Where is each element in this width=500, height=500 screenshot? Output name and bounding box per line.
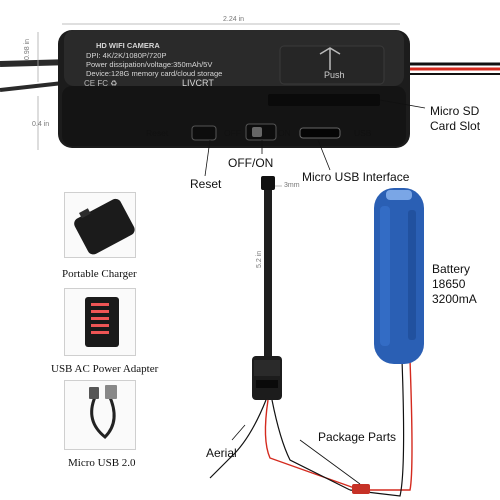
accessory-thumb-1: [64, 288, 136, 356]
module-power: Power dissipation/voltage:350mAh/5V: [86, 60, 213, 69]
callout-battery: Battery 18650 3200mA: [432, 262, 477, 306]
module-title: HD WIFI CAMERA: [96, 41, 160, 50]
accessory-thumb-2: [64, 380, 136, 450]
module-device: Device:128G memory card/cloud storage: [86, 69, 223, 78]
power-bank-icon: [74, 198, 135, 255]
callout-micro-sd: Micro SD Card Slot: [430, 104, 481, 133]
flex-cable: [261, 176, 275, 356]
board-wires: [209, 359, 413, 497]
battery-18650: [374, 188, 424, 364]
accessory-label-0: Portable Charger: [62, 268, 137, 280]
dimension-depth: 0.4 in: [32, 121, 50, 128]
callout-off-on: OFF/ON: [228, 156, 274, 170]
push-button: [279, 45, 385, 85]
module-push-label: Push: [324, 70, 345, 80]
accessory-label-1: USB AC Power Adapter: [51, 363, 159, 375]
dimension-height: 0.98 in: [24, 38, 31, 60]
module-wires: [400, 62, 500, 75]
module-dpi: DPI: 4K/2K/1080P/720P: [86, 51, 167, 60]
switch-label-on: ON: [278, 128, 291, 138]
module-brand: LIVCRT: [182, 78, 214, 88]
accessory-thumb-0: [64, 192, 136, 258]
switch-label-usb: USB: [354, 128, 372, 138]
switch-label-off: OFF: [224, 128, 241, 138]
accessory-label-2: Micro USB 2.0: [68, 457, 136, 469]
dimension-cable: 5.2 in: [256, 250, 263, 268]
callout-lines: [204, 99, 426, 177]
reset-switch: [191, 125, 217, 141]
callout-reset: Reset: [190, 177, 222, 191]
certification-icons: CE FC ♻: [84, 79, 118, 88]
callout-aerial: Aerial: [206, 446, 237, 460]
jst-connector: [352, 484, 370, 494]
small-board: [252, 356, 282, 400]
sd-card-slot: [268, 94, 380, 106]
callout-micro-usb: Micro USB Interface: [302, 170, 410, 184]
switch-label-reset: Reset: [146, 128, 169, 138]
camera-module-body: [58, 30, 410, 148]
micro-usb-cable-icon: [89, 385, 117, 440]
dimension-small: 3mm: [284, 182, 300, 189]
callout-package: Package Parts: [318, 430, 397, 444]
usb-charging-station-icon: [85, 297, 119, 347]
dimension-width: 2.24 in: [223, 16, 245, 23]
micro-usb-port: [299, 127, 341, 139]
